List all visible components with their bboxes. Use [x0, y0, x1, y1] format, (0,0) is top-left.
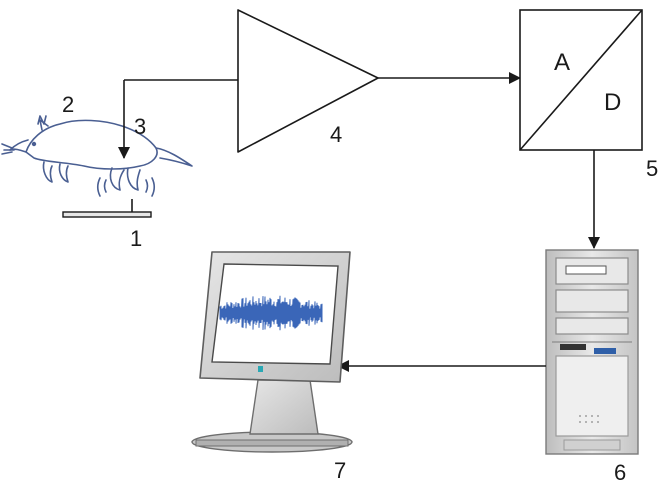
label-stage-3: 3: [134, 114, 146, 139]
signal-waveform: [219, 295, 323, 331]
label-stage-2: 2: [62, 92, 74, 117]
computer-tower-icon: [545, 249, 639, 455]
platform: [62, 199, 152, 218]
label-stage-7: 7: [334, 458, 346, 483]
label-stage-5: 5: [646, 156, 658, 181]
label-stage-6: 6: [614, 460, 626, 484]
label-stage-1: 1: [130, 226, 142, 251]
adc-label-d: D: [604, 89, 621, 116]
input-wire: [118, 79, 238, 159]
analog-digital-converter-icon: [519, 9, 643, 151]
adc-label-a: A: [554, 49, 570, 76]
label-stage-4: 4: [330, 122, 342, 147]
monitor-icon: [191, 251, 353, 453]
waveform-trace: [219, 295, 323, 331]
rat-icon: [1, 115, 193, 197]
amplifier-triangle-icon: [237, 9, 379, 153]
